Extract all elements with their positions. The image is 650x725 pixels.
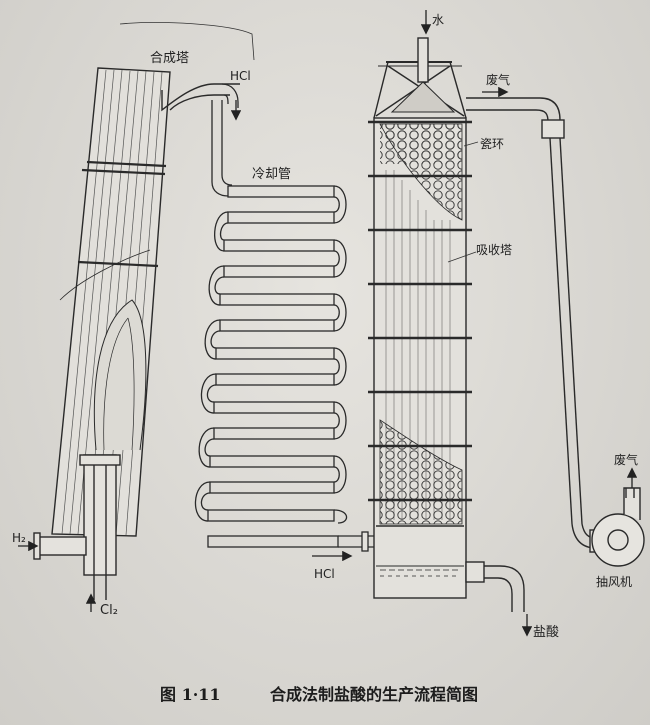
cooling-coil <box>194 83 376 552</box>
label-cl2: Cl₂ <box>100 603 118 618</box>
label-absorption-tower: 吸收塔 <box>476 243 512 257</box>
label-hcl-top: HCl <box>230 69 251 83</box>
label-h2: H₂ <box>12 531 26 545</box>
label-hcl-bottom: HCl <box>314 567 335 581</box>
flow-arrows <box>18 10 638 637</box>
label-waste-gas-top: 废气 <box>486 72 510 87</box>
label-cooling-pipe: 冷却管 <box>252 167 291 182</box>
figure-title: 合成法制盐酸的生产流程简图 <box>270 685 478 704</box>
coil-tubes <box>207 185 339 548</box>
label-synthesis-tower: 合成塔 <box>150 51 189 66</box>
label-water: 水 <box>432 13 444 27</box>
label-exhaust-fan: 抽风机 <box>596 575 632 589</box>
label-hydrochloric-acid: 盐酸 <box>533 625 559 640</box>
leader-lines <box>119 22 479 263</box>
absorption-tower <box>368 37 597 612</box>
exhaust-fan <box>589 487 645 567</box>
synthesis-tower <box>33 67 240 600</box>
label-waste-gas-fan: 废气 <box>614 452 638 467</box>
label-porcelain-ring: 瓷环 <box>480 137 504 151</box>
figure-number: 图 1·11 <box>160 685 221 704</box>
